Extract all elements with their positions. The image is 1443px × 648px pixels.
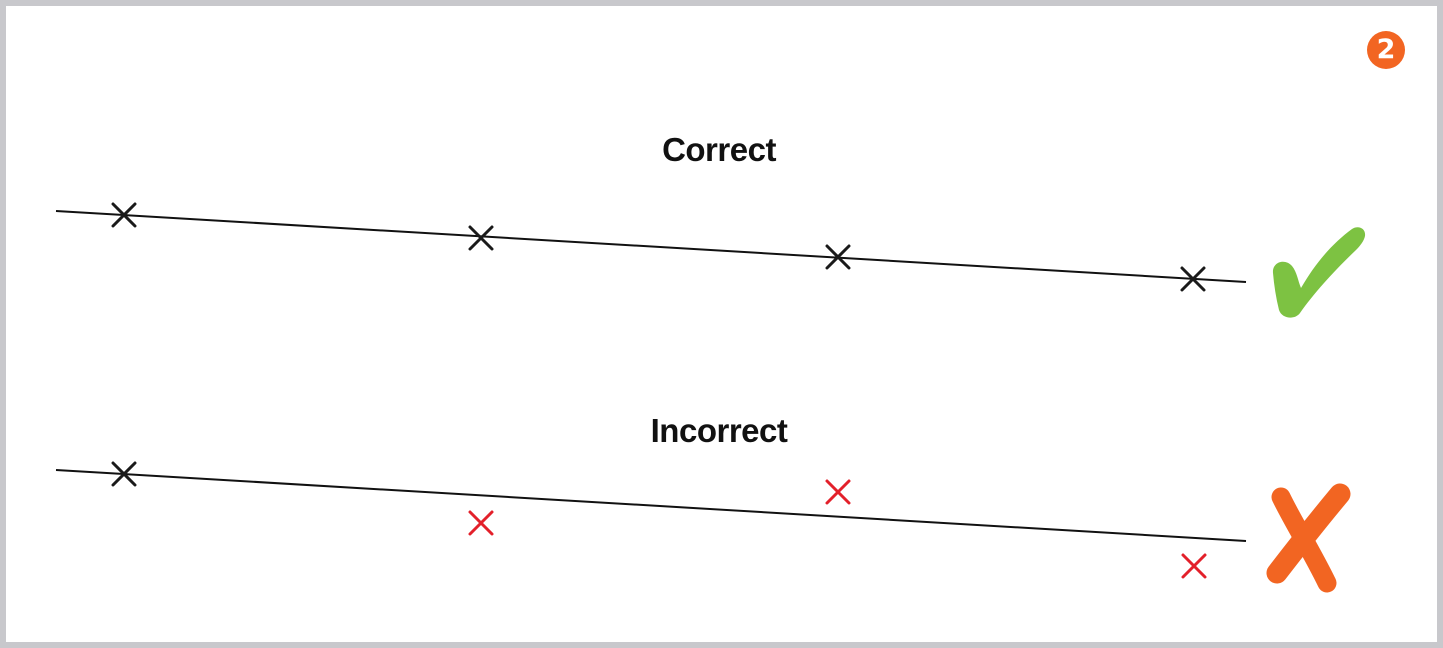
correct-marker-2	[468, 225, 494, 251]
incorrect-panel	[55, 461, 1351, 593]
incorrect-marker-3	[825, 479, 851, 505]
incorrect-marker-4	[1181, 553, 1207, 579]
correct-panel	[55, 202, 1366, 318]
heading-correct: Correct	[662, 131, 776, 168]
step-number-badge: 2	[1367, 31, 1405, 69]
incorrect-line	[55, 469, 1247, 542]
cross-mark-icon	[1266, 483, 1351, 593]
correct-marker-4	[1180, 266, 1206, 292]
incorrect-marker-1	[111, 461, 137, 487]
heading-incorrect: Incorrect	[650, 412, 788, 449]
correct-line	[55, 210, 1247, 283]
correct-marker-3	[825, 244, 851, 270]
correct-marker-1	[111, 202, 137, 228]
incorrect-marker-2	[468, 510, 494, 536]
check-mark-icon	[1272, 227, 1366, 318]
